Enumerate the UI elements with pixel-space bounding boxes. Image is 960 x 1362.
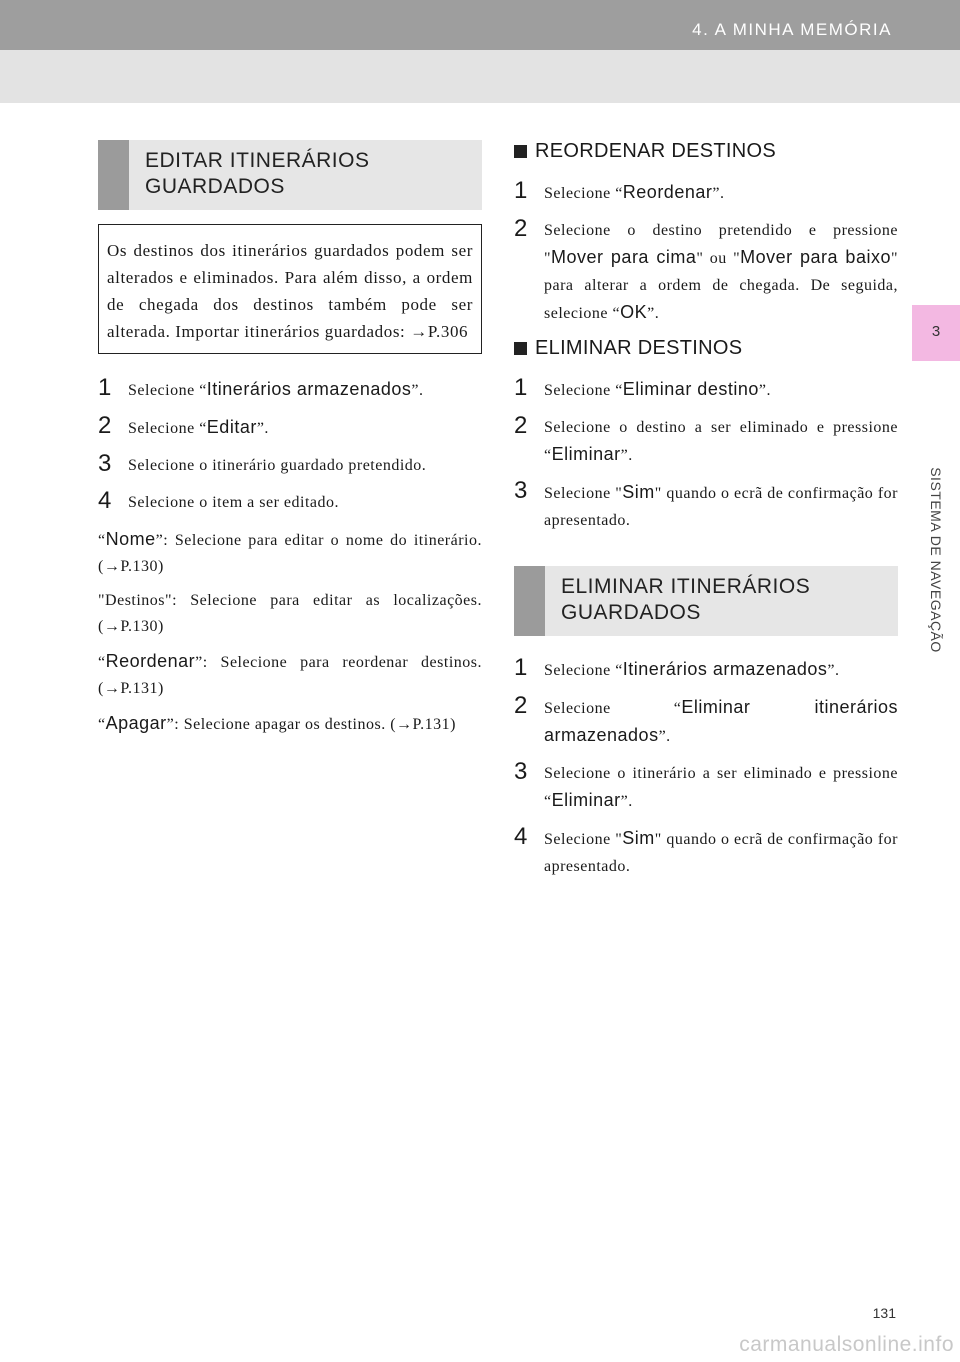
step-number: 1 <box>514 654 528 681</box>
ui-label: Mover para cima <box>551 247 697 267</box>
step: 1 Selecione “Itinerários armazenados”. <box>514 654 840 681</box>
intro-box: Os destinos dos itinerários guardados po… <box>98 224 482 354</box>
step: 4 Selecione o item a ser editado. <box>98 487 339 514</box>
ui-label: Editar <box>206 417 257 437</box>
section-title-edit-routes: EDITAR ITINERÁRIOS GUARDADOS <box>98 140 482 210</box>
step-number: 1 <box>514 177 528 204</box>
ui-label: Reordenar <box>105 651 196 671</box>
ui-label: Eliminar destino <box>622 379 759 399</box>
step: 3 Selecione "Sim" quando o ecrã de confi… <box>514 477 898 529</box>
ui-label: Itinerários armazenados <box>206 379 412 399</box>
step: 3 Selecione o itinerário a ser eliminado… <box>514 758 898 810</box>
header-bar: 4. A MINHA MEMÓRIA <box>0 0 960 50</box>
option-item: “Apagar”: Selecione apagar os destinos. … <box>98 713 456 733</box>
step: 1 Selecione “Itinerários armazenados”. <box>98 374 424 401</box>
step: 1 Selecione “Reordenar”. <box>514 177 725 204</box>
chapter-title: 4. A MINHA MEMÓRIA <box>692 20 892 39</box>
step-number: 1 <box>98 374 112 401</box>
step: 2 Selecione “Eliminar itinerários armaze… <box>514 692 898 745</box>
subsection-delete-destinations: ELIMINAR DESTINOS <box>514 337 898 360</box>
ui-label: Reordenar <box>622 182 713 202</box>
option-item: "Destinos": Selecione para editar as loc… <box>98 592 482 635</box>
ui-label: Nome <box>105 529 156 549</box>
watermark: carmanualsonline.info <box>739 1333 954 1356</box>
step-number: 2 <box>98 412 112 439</box>
step: 2 Selecione o destino a ser eliminado e … <box>514 412 898 464</box>
step-number: 2 <box>514 215 528 242</box>
ui-label: Eliminar <box>551 444 621 464</box>
ui-label: Mover para baixo <box>740 247 891 267</box>
ui-label: OK <box>620 302 648 322</box>
header-subbar <box>0 50 960 103</box>
right-column: REORDENAR DESTINOS 1 Selecione “Reordena… <box>514 140 898 890</box>
left-column: EDITAR ITINERÁRIOS GUARDADOS Os destinos… <box>98 140 482 746</box>
step: 1 Selecione “Eliminar destino”. <box>514 374 771 401</box>
step-number: 3 <box>98 450 112 477</box>
step: 3 Selecione o itinerário guardado preten… <box>98 450 427 477</box>
step-number: 2 <box>514 692 528 719</box>
option-item: “Nome”: Selecione para editar o nome do … <box>98 529 482 575</box>
ui-label: Eliminar <box>551 790 621 810</box>
ui-label: Apagar <box>105 713 167 733</box>
step: 2 Selecione o destino pretendido e press… <box>514 215 898 322</box>
step: 2 Selecione “Editar”. <box>98 412 269 439</box>
chapter-tab[interactable]: 3 <box>912 305 960 361</box>
step-number: 4 <box>98 487 112 514</box>
step: 4 Selecione "Sim" quando o ecrã de confi… <box>514 823 898 875</box>
page-number: 131 <box>872 1305 896 1321</box>
ui-label: Eliminar itinerários armazenados <box>544 697 898 745</box>
step-number: 3 <box>514 477 528 504</box>
step-number: 2 <box>514 412 528 439</box>
section-title-delete-routes: ELIMINAR ITINERÁRIOS GUARDADOS <box>514 566 898 636</box>
square-bullet-icon <box>514 145 527 158</box>
ui-label: Itinerários armazenados <box>622 659 828 679</box>
option-item: “Reordenar”: Selecione para reordenar de… <box>98 651 482 697</box>
step-number: 3 <box>514 758 528 785</box>
ui-label: Sim <box>622 828 655 848</box>
square-bullet-icon <box>514 342 527 355</box>
chapter-tab-number: 3 <box>931 323 941 340</box>
step-number: 4 <box>514 823 528 850</box>
subsection-reorder: REORDENAR DESTINOS <box>514 140 898 163</box>
ui-label: Sim <box>622 482 655 502</box>
step-number: 1 <box>514 374 528 401</box>
